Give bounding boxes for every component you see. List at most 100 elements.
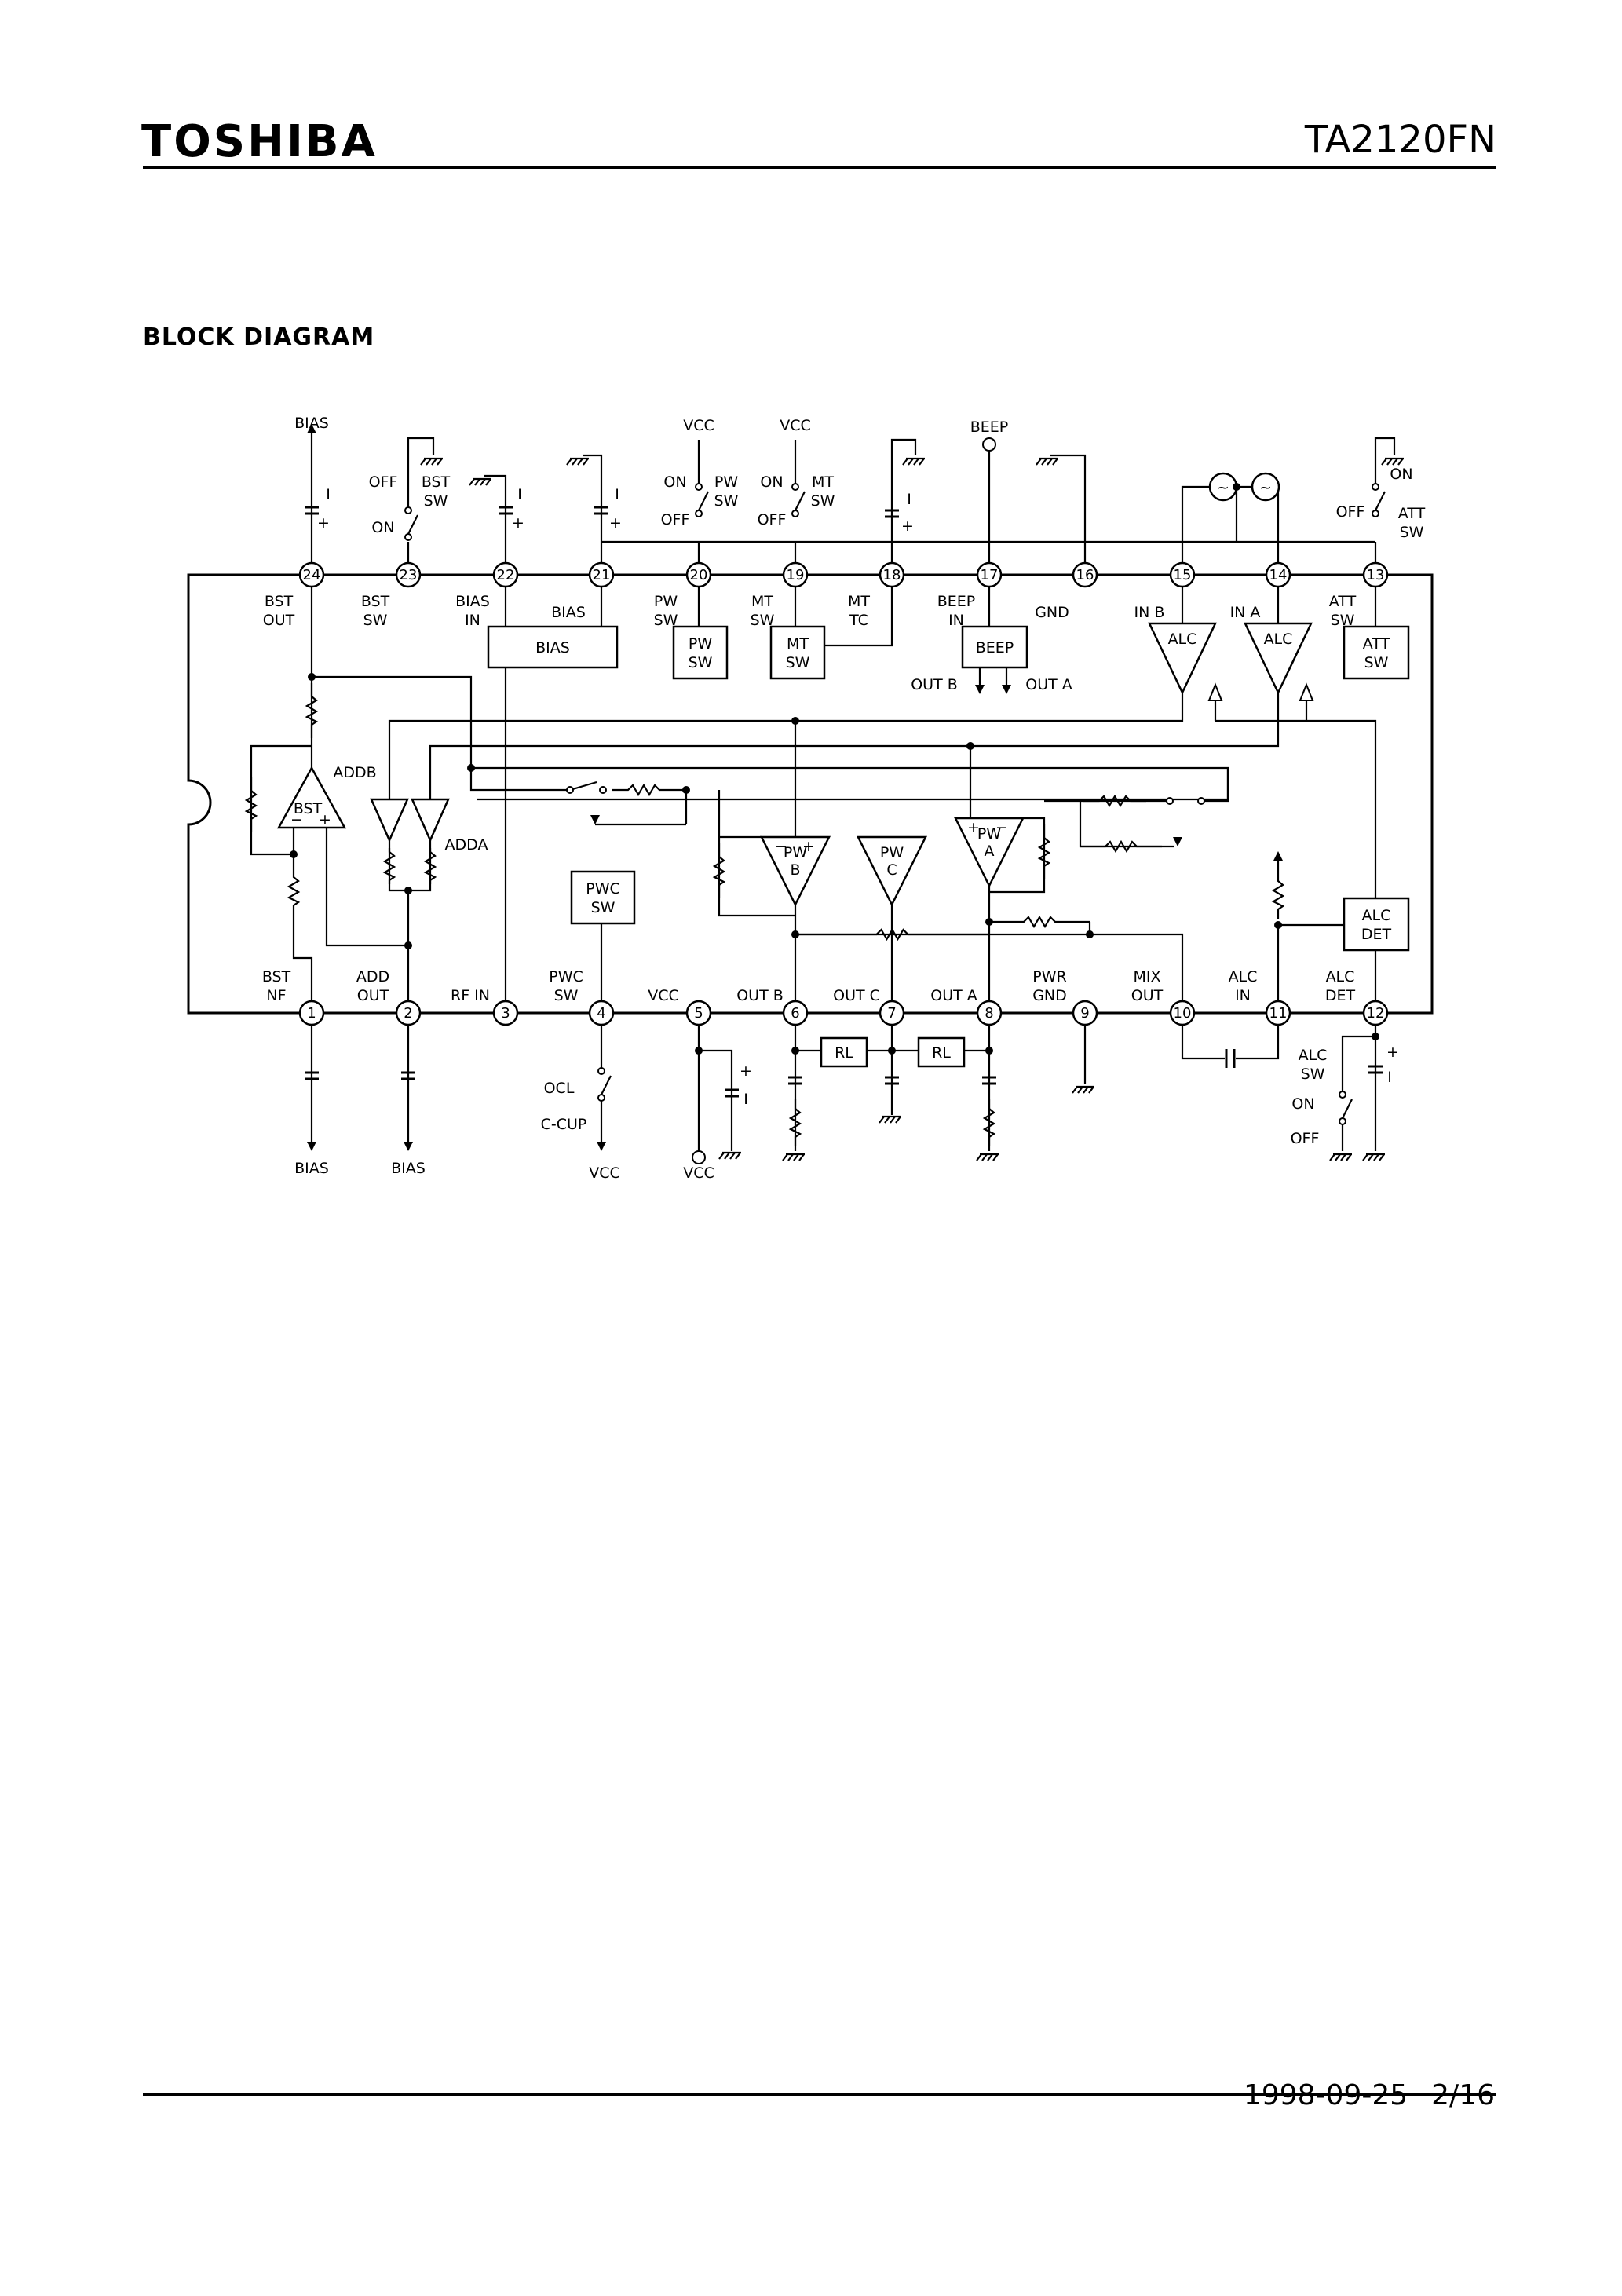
- out-a-label: OUT A: [1025, 676, 1072, 693]
- mt-switch: [795, 491, 806, 511]
- ground-icon: [884, 1116, 890, 1124]
- ground-icon: [718, 1152, 725, 1160]
- ground-icon: [895, 1116, 901, 1124]
- pw-sw-block-label: SW: [689, 654, 713, 671]
- tilde: ~: [1259, 479, 1272, 496]
- pin-11: 11: [1265, 1000, 1291, 1026]
- wire: [699, 1049, 733, 1151]
- on-label: ON: [371, 519, 394, 536]
- bst-label: BST: [294, 800, 323, 817]
- part-number: TA2120FN: [1304, 118, 1496, 162]
- junction-dot: [1233, 483, 1240, 491]
- wire: [890, 438, 917, 563]
- ground-icon: [426, 458, 432, 466]
- bst-amp: [276, 766, 347, 829]
- pin-label-15: IN B: [1134, 604, 1165, 621]
- ground-icon: [798, 1153, 805, 1161]
- ground-icon: [879, 1116, 885, 1124]
- ground-icon: [1340, 1153, 1346, 1161]
- ground-icon: [976, 1153, 982, 1161]
- add-b-label: ADDB: [333, 764, 376, 781]
- mix-resistor: [1080, 839, 1162, 854]
- wire: [583, 454, 603, 563]
- pin-circle: [685, 1000, 712, 1026]
- ground-icon: [1072, 1086, 1078, 1094]
- pw-a-amp-label: A: [985, 843, 995, 860]
- pin-circle: [1072, 561, 1098, 588]
- junction-dot: [966, 742, 974, 750]
- ground-icon: [735, 1152, 741, 1160]
- pin-label-13: SW: [1331, 612, 1355, 629]
- wire: [407, 437, 435, 507]
- pin-9: 9: [1072, 1000, 1098, 1026]
- pin-23: 23: [395, 561, 422, 588]
- pin-circle: [492, 561, 519, 588]
- minus: −: [290, 811, 303, 828]
- nf-resistor: [287, 872, 301, 911]
- pin-label-1: BST: [262, 968, 291, 985]
- pin-number: 22: [497, 567, 515, 583]
- pw-c-amp: [856, 835, 928, 907]
- alc-sw-label: SW: [1301, 1066, 1325, 1083]
- pin-circle: [298, 561, 325, 588]
- pin-2: 2: [395, 1000, 422, 1026]
- polarity: I: [743, 1091, 748, 1108]
- bst-sw-label: BST: [422, 473, 451, 491]
- add-a-label: ADDA: [445, 836, 488, 854]
- pin-label-13: ATT: [1329, 593, 1357, 610]
- pin-22: 22: [492, 561, 519, 588]
- pin-label-17: BEEP: [937, 593, 976, 610]
- alc-switch: [1342, 1099, 1353, 1119]
- wire: [718, 790, 795, 917]
- vcc-label: VCC: [683, 1164, 714, 1182]
- alc-ref-icon: [1299, 682, 1314, 701]
- pin-number: 24: [303, 567, 321, 583]
- polarity: +: [512, 514, 524, 532]
- mt-sw-label: MT: [812, 473, 834, 491]
- ground-icon: [577, 458, 583, 466]
- mt-sw-block: [769, 625, 826, 680]
- pwc-sw-block-label: SW: [591, 899, 616, 916]
- pw-sw-label: PW: [714, 473, 738, 491]
- alc-b-amp-label: ALC: [1168, 631, 1197, 648]
- vcc-label: VCC: [780, 417, 811, 434]
- plus: +: [802, 838, 815, 855]
- pin-label-12: ALC: [1326, 968, 1355, 985]
- pin-circle: [1265, 561, 1291, 588]
- alc-in-resistor: [1271, 872, 1285, 919]
- ground-icon: [724, 1152, 730, 1160]
- out-b-label: OUT B: [911, 676, 958, 693]
- arrow-icon: [307, 1142, 316, 1151]
- on-label: ON: [1390, 466, 1412, 483]
- pin-label-11: IN: [1235, 987, 1251, 1004]
- pin-label-4: SW: [554, 987, 579, 1004]
- junction-dot: [308, 673, 316, 681]
- pin-17: 17: [976, 561, 1003, 588]
- att-switch: [1372, 510, 1379, 517]
- pin-number: 2: [404, 1005, 412, 1022]
- ground-icon: [1329, 1153, 1335, 1161]
- switch-contact: [1197, 797, 1205, 805]
- add-resistor: [423, 848, 437, 884]
- pin-7: 7: [879, 1000, 905, 1026]
- alc-det-block-label: DET: [1361, 926, 1392, 943]
- ground-icon: [729, 1152, 736, 1160]
- ground-icon: [1083, 1086, 1089, 1094]
- ground-icon: [1368, 1153, 1374, 1161]
- ext-bias-label: BIAS: [294, 1160, 329, 1177]
- pin-label-17: IN: [948, 612, 964, 629]
- pin-label-19: MT: [751, 593, 773, 610]
- junction-dot: [791, 1047, 799, 1055]
- arrow-icon: [1273, 851, 1283, 861]
- pin-10: 10: [1169, 1000, 1196, 1026]
- pin-circle: [685, 561, 712, 588]
- wire: [824, 563, 893, 647]
- c-cup-label: C-CUP: [541, 1116, 587, 1133]
- pin-label-14: IN A: [1230, 604, 1261, 621]
- ground-icon: [919, 458, 925, 466]
- wire: [675, 788, 688, 824]
- ground-icon: [902, 458, 908, 466]
- pin-label-12: DET: [1325, 987, 1356, 1004]
- arrow-icon: [1002, 685, 1011, 694]
- arrow-icon: [1173, 837, 1182, 846]
